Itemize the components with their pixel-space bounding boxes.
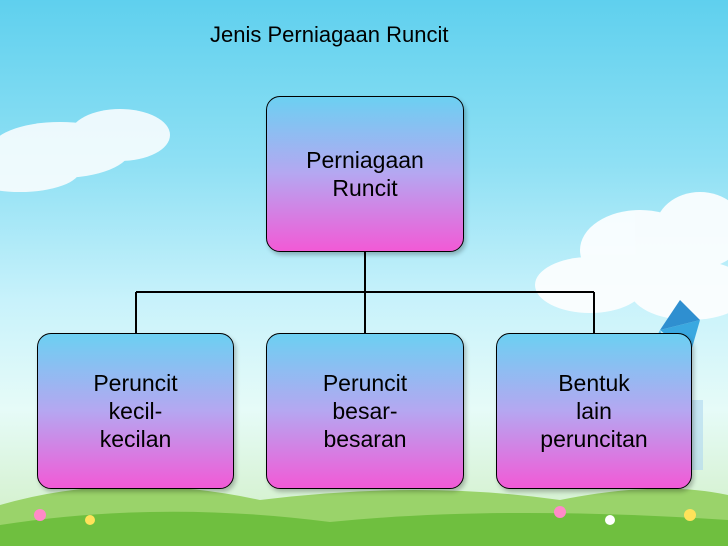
diagram-title: Jenis Perniagaan Runcit (210, 22, 449, 47)
cloud-right (535, 192, 728, 320)
cloud-left (0, 109, 170, 192)
node-child-2: Peruncit besar- besaran (266, 333, 464, 489)
node-child-line: Peruncit (93, 370, 178, 396)
node-child-line: peruncitan (540, 426, 648, 452)
node-root: Perniagaan Runcit (266, 96, 464, 252)
node-child-3: Bentuk lain peruncitan (496, 333, 692, 489)
node-child-line: kecilan (99, 426, 172, 452)
grass-hills (0, 486, 728, 546)
node-child-line: Peruncit (322, 370, 408, 396)
node-child-line: Bentuk (558, 370, 630, 396)
node-root-line: Runcit (332, 175, 398, 201)
node-child-line: kecil- (108, 398, 163, 424)
flowers (34, 506, 696, 525)
node-child-line: besaran (323, 426, 407, 452)
node-child-1: Peruncit kecil- kecilan (37, 333, 234, 489)
node-root-line: Perniagaan (306, 147, 424, 173)
node-child-line: besar- (332, 398, 398, 424)
node-child-line: lain (576, 398, 612, 424)
